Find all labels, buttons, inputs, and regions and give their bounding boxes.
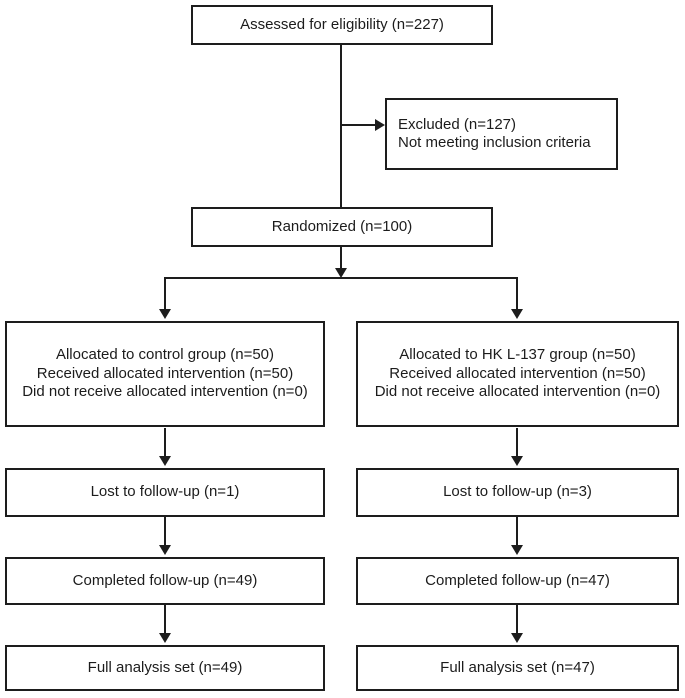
connector-to-excluded: [341, 124, 375, 126]
node-text: Allocated to HK L-137 group (n=50): [399, 346, 636, 364]
arrowhead-lost-left-icon: [159, 456, 171, 466]
arrowhead-completed-left-icon: [159, 545, 171, 555]
node-text: Not meeting inclusion criteria: [398, 134, 591, 151]
connector-lost-to-completed-left: [164, 517, 166, 545]
node-text: Did not receive allocated intervention (…: [374, 383, 661, 401]
node-text: Received allocated intervention (n=50): [36, 364, 294, 382]
node-text: Assessed for eligibility (n=227): [240, 15, 444, 33]
node-lost-to-followup-control: Lost to follow-up (n=1): [5, 468, 325, 517]
node-randomized: Randomized (n=100): [191, 207, 493, 247]
node-text: Randomized (n=100): [271, 217, 413, 235]
node-completed-followup-control: Completed follow-up (n=49): [5, 557, 325, 605]
node-text: Did not receive allocated intervention (…: [22, 383, 308, 401]
connector-completed-to-fas-right: [516, 605, 518, 633]
connector-lost-to-completed-right: [516, 517, 518, 545]
node-text: Lost to follow-up (n=1): [90, 483, 240, 501]
arrowhead-alloc-hk-icon: [511, 309, 523, 319]
connector-branch-horizontal: [165, 277, 518, 279]
node-text: Allocated to control group (n=50): [55, 346, 275, 364]
connector-assessed-to-randomized: [340, 45, 342, 207]
node-excluded: Excluded (n=127) Not meeting inclusion c…: [385, 98, 618, 170]
connector-branch-left-drop: [164, 277, 166, 309]
arrowhead-lost-right-icon: [511, 456, 523, 466]
arrowhead-fas-left-icon: [159, 633, 171, 643]
node-text: Full analysis set (n=49): [87, 658, 243, 676]
node-text: Full analysis set (n=47): [440, 658, 595, 676]
node-assessed-for-eligibility: Assessed for eligibility (n=227): [191, 5, 493, 45]
node-text: Completed follow-up (n=49): [72, 571, 258, 589]
node-full-analysis-set-hk: Full analysis set (n=47): [356, 645, 679, 691]
node-text: Lost to follow-up (n=3): [443, 483, 592, 501]
connector-randomized-down: [340, 247, 342, 268]
arrowhead-alloc-control-icon: [159, 309, 171, 319]
connector-alloc-to-lost-right: [516, 428, 518, 456]
node-lost-to-followup-hk: Lost to follow-up (n=3): [356, 468, 679, 517]
node-full-analysis-set-control: Full analysis set (n=49): [5, 645, 325, 691]
connector-branch-right-drop: [516, 277, 518, 309]
arrowhead-excluded-icon: [375, 119, 385, 131]
node-allocated-control-group: Allocated to control group (n=50) Receiv…: [5, 321, 325, 427]
node-text: Received allocated intervention (n=50): [389, 364, 646, 382]
arrowhead-completed-right-icon: [511, 545, 523, 555]
node-text: Completed follow-up (n=47): [425, 571, 610, 589]
node-text: Excluded (n=127): [398, 115, 516, 133]
node-allocated-hk-l137-group: Allocated to HK L-137 group (n=50) Recei…: [356, 321, 679, 427]
arrowhead-fas-right-icon: [511, 633, 523, 643]
arrowhead-branch-icon: [335, 268, 347, 278]
connector-completed-to-fas-left: [164, 605, 166, 633]
connector-alloc-to-lost-left: [164, 428, 166, 456]
node-completed-followup-hk: Completed follow-up (n=47): [356, 557, 679, 605]
